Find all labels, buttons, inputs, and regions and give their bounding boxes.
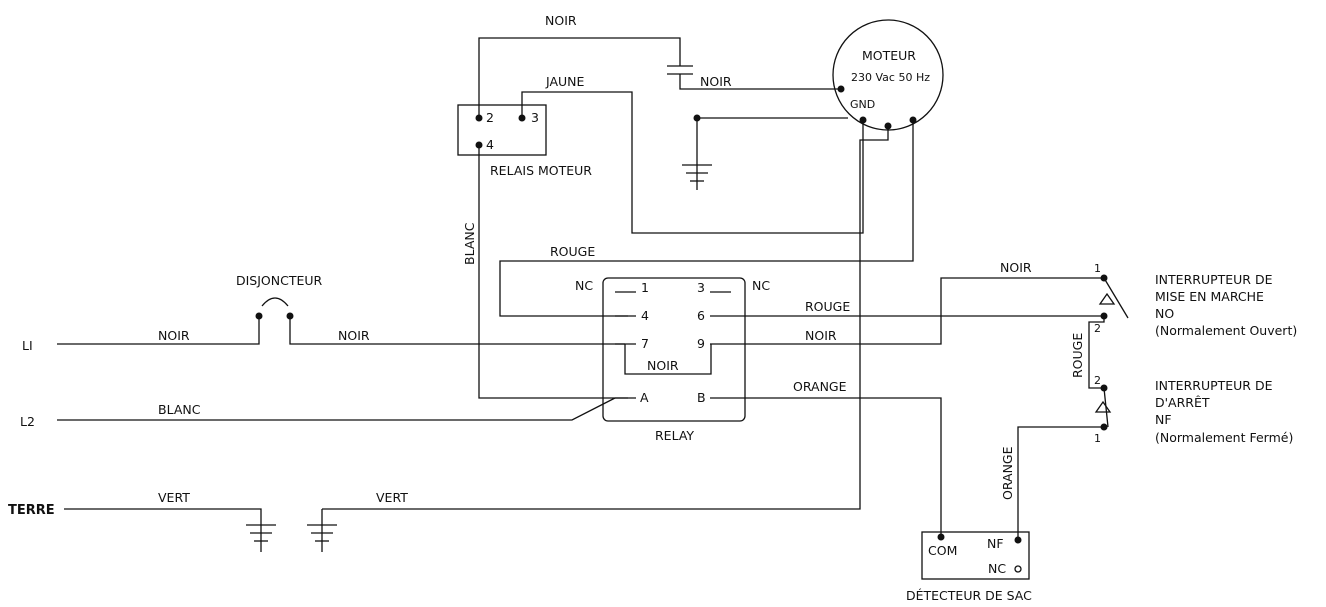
stop-switch: 2 1 INTERRUPTEUR DE D'ARRÊT NF (Normalem… bbox=[1094, 374, 1293, 445]
relay-pin-1: 1 bbox=[641, 280, 649, 295]
start-switch: 1 2 INTERRUPTEUR DE MISE EN MARCHE NO (N… bbox=[1094, 262, 1297, 338]
relay-label: RELAY bbox=[655, 428, 694, 443]
bag-detector-box bbox=[921, 531, 1030, 580]
wire-label-noir-l1: NOIR bbox=[158, 328, 190, 343]
breaker-symbol bbox=[261, 297, 289, 307]
relay-pin-6: 6 bbox=[697, 308, 705, 323]
wire-label-rouge-switch: ROUGE bbox=[1070, 333, 1085, 378]
relay-jumper bbox=[624, 344, 712, 375]
motor-title: MOTEUR bbox=[862, 48, 916, 63]
wire-l2: L2 BLANC bbox=[20, 397, 616, 429]
start-switch-line-1: INTERRUPTEUR DE bbox=[1155, 272, 1273, 287]
relay-pin-a: A bbox=[640, 390, 649, 405]
start-switch-pin-2: 2 bbox=[1094, 322, 1101, 335]
wire-label-rouge-top: ROUGE bbox=[550, 244, 595, 259]
relay-pin-9: 9 bbox=[697, 336, 705, 351]
detector-terminal-dot bbox=[937, 533, 945, 541]
detector-terminal-dot bbox=[1014, 536, 1022, 544]
wire-orange-b: ORANGE bbox=[731, 379, 942, 537]
motor-rating: 230 Vac 50 Hz bbox=[851, 71, 930, 84]
start-switch-line-3: NO bbox=[1155, 306, 1174, 321]
wire-label-orange-b: ORANGE bbox=[793, 379, 847, 394]
wire-label-rouge-6: ROUGE bbox=[805, 299, 850, 314]
relay: NC NC 1 3 4 6 7 9 NOIR A B RELAY bbox=[575, 277, 770, 443]
stop-switch-pin-2: 2 bbox=[1094, 374, 1101, 387]
relay-pin-b: B bbox=[697, 390, 706, 405]
wire-label-noir-top: NOIR bbox=[545, 13, 577, 28]
wire-label-jaune: JAUNE bbox=[545, 74, 585, 89]
wire-l1: LI NOIR NOIR bbox=[22, 316, 625, 353]
stop-switch-line-3: NF bbox=[1155, 412, 1172, 427]
terminal-l1: LI bbox=[22, 338, 33, 353]
bag-detector-nc: NC bbox=[988, 561, 1006, 576]
wire-earth: TERRE VERT VERT bbox=[8, 490, 408, 552]
stop-switch-line-2: D'ARRÊT bbox=[1155, 395, 1210, 410]
wire-rouge-6: ROUGE bbox=[731, 299, 1104, 317]
relay-pin-7: 7 bbox=[641, 336, 649, 351]
relay-nc-right: NC bbox=[752, 278, 770, 293]
start-switch-contact bbox=[1103, 277, 1129, 319]
terminal-l2: L2 bbox=[20, 414, 35, 429]
wire-motor-to-earth bbox=[322, 126, 889, 510]
relay-nc-left: NC bbox=[575, 278, 593, 293]
stop-switch-line-4: (Normalement Fermé) bbox=[1155, 430, 1293, 445]
wire-orange-switch: ORANGE bbox=[1000, 426, 1104, 540]
wire-label-vert-1: VERT bbox=[158, 490, 190, 505]
relay-jumper-label: NOIR bbox=[647, 358, 679, 373]
bag-detector-nf: NF bbox=[987, 536, 1004, 551]
motor-relay-pin-3: 3 bbox=[531, 110, 539, 125]
relay-pin-4: 4 bbox=[641, 308, 649, 323]
wire-noir-9: NOIR NOIR bbox=[731, 260, 1104, 345]
breaker: DISJONCTEUR bbox=[236, 273, 323, 320]
wire-jaune: JAUNE bbox=[521, 74, 864, 234]
relay-box bbox=[602, 277, 746, 422]
relay-pin-3: 3 bbox=[697, 280, 705, 295]
stop-switch-contact bbox=[1103, 387, 1109, 428]
detector-nc-terminal bbox=[1014, 565, 1022, 573]
motor-ground bbox=[682, 114, 848, 190]
stop-switch-line-1: INTERRUPTEUR DE bbox=[1155, 378, 1273, 393]
breaker-label: DISJONCTEUR bbox=[236, 273, 323, 288]
wire-rouge-top: ROUGE bbox=[499, 120, 914, 317]
start-switch-line-4: (Normalement Ouvert) bbox=[1155, 323, 1297, 338]
stop-switch-pin-1: 1 bbox=[1094, 432, 1101, 445]
wire-noir-top: NOIR NOIR bbox=[478, 13, 841, 118]
motor-relay: 2 3 4 RELAIS MOTEUR bbox=[457, 104, 592, 178]
wire-label-blanc-l2: BLANC bbox=[158, 402, 201, 417]
bag-detector-label: DÉTECTEUR DE SAC bbox=[906, 588, 1032, 603]
wire-label-orange-switch: ORANGE bbox=[1000, 446, 1015, 500]
motor-relay-label: RELAIS MOTEUR bbox=[490, 163, 592, 178]
start-switch-line-2: MISE EN MARCHE bbox=[1155, 289, 1264, 304]
start-switch-triangle bbox=[1098, 292, 1116, 305]
start-switch-pin-1: 1 bbox=[1094, 262, 1101, 275]
wire-blanc-vertical: BLANC bbox=[462, 145, 628, 399]
bag-detector: COM NF NC DÉTECTEUR DE SAC bbox=[906, 531, 1032, 603]
terminal-earth: TERRE bbox=[8, 503, 55, 518]
motor: MOTEUR 230 Vac 50 Hz GND bbox=[832, 19, 944, 131]
motor-relay-pin-2: 2 bbox=[486, 110, 494, 125]
wire-label-blanc-vertical: BLANC bbox=[462, 222, 477, 265]
wire-label-noir-cap: NOIR bbox=[700, 74, 732, 89]
wire-label-noir-breaker: NOIR bbox=[338, 328, 370, 343]
stop-switch-triangle bbox=[1094, 400, 1112, 413]
wire-rouge-switch: ROUGE bbox=[1070, 316, 1105, 389]
wire-label-vert-2: VERT bbox=[376, 490, 408, 505]
bag-detector-com: COM bbox=[928, 543, 957, 558]
wire-label-noir-switch: NOIR bbox=[1000, 260, 1032, 275]
motor-relay-box bbox=[457, 104, 547, 156]
motor-relay-pin-4: 4 bbox=[486, 137, 494, 152]
wire-label-noir-9: NOIR bbox=[805, 328, 837, 343]
motor-gnd-label: GND bbox=[850, 98, 875, 111]
